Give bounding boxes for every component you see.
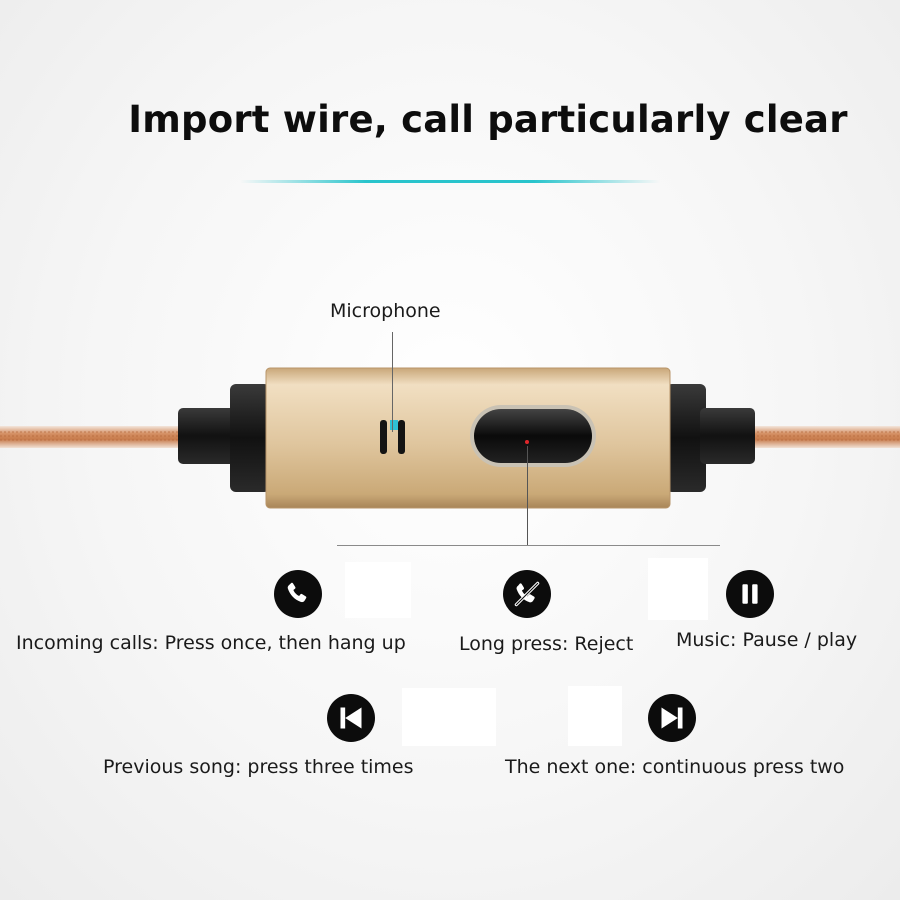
page-title: Import wire, call particularly clear xyxy=(128,98,848,141)
divider-line xyxy=(337,545,720,546)
previous-song-label: Previous song: press three times xyxy=(103,756,414,778)
control-button[interactable] xyxy=(470,405,596,467)
incoming-calls-label: Incoming calls: Press once, then hang up xyxy=(16,632,406,654)
next-song-label: The next one: continuous press two xyxy=(505,756,845,778)
blank-patch xyxy=(402,688,496,746)
remote-body xyxy=(265,367,671,509)
music-pause-play-label: Music: Pause / play xyxy=(676,629,858,651)
blank-patch xyxy=(568,686,622,746)
remote-control-illustration xyxy=(0,367,900,509)
next-track-icon xyxy=(648,694,696,742)
long-press-reject-label: Long press: Reject xyxy=(459,633,634,655)
button-pointer-line xyxy=(527,446,528,546)
cable-right xyxy=(745,426,900,448)
cable-left xyxy=(0,426,190,448)
reject-call-icon xyxy=(503,570,551,618)
blank-patch xyxy=(648,558,708,620)
phone-icon xyxy=(274,570,322,618)
title-underline xyxy=(240,180,660,183)
microphone-hole xyxy=(380,420,405,454)
microphone-pointer-line xyxy=(392,332,393,432)
blank-patch xyxy=(345,562,411,618)
end-cap-left xyxy=(178,384,270,492)
previous-track-icon xyxy=(327,694,375,742)
microphone-label: Microphone xyxy=(330,300,441,322)
pause-icon xyxy=(726,570,774,618)
end-cap-right xyxy=(666,384,755,492)
